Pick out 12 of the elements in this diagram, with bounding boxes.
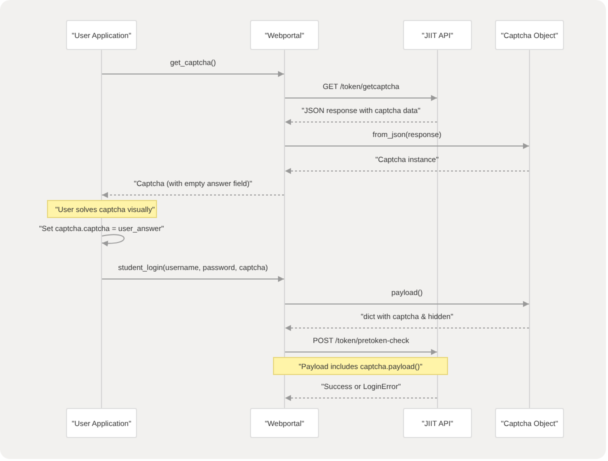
return-message-arrow (284, 168, 530, 174)
message-arrow (102, 276, 284, 282)
message-arrow (284, 301, 530, 307)
self-message-arrow (102, 234, 125, 246)
message-arrow (284, 143, 530, 149)
return-message-arrow (284, 119, 438, 125)
return-message-arrow (284, 395, 438, 401)
message-arrow (284, 349, 438, 355)
message-arrow (284, 95, 438, 101)
return-message-arrow (284, 325, 530, 331)
message-arrow (102, 71, 284, 77)
return-message-arrow (102, 192, 284, 198)
